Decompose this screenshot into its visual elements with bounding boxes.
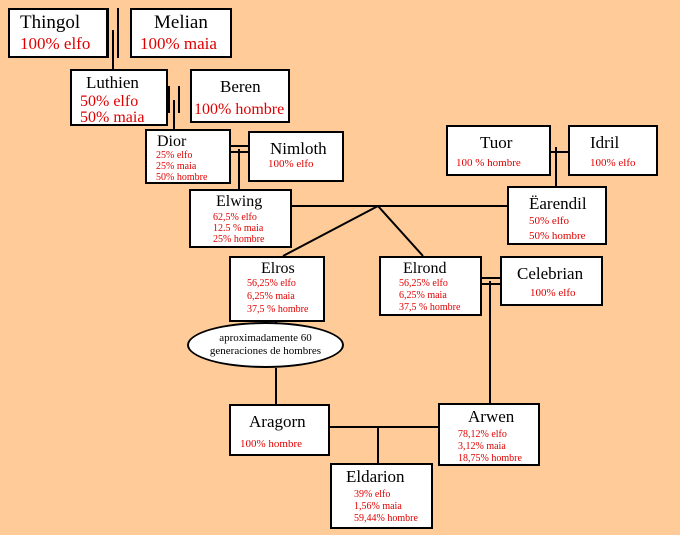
node-beren[interactable]: Beren 100% hombre [190, 69, 290, 123]
node-line: 25% elfo [156, 150, 193, 161]
node-line: 56,25% elfo [247, 278, 296, 289]
node-name: Elrond [403, 260, 447, 277]
node-name: Thingol [20, 12, 81, 33]
node-name: Elros [261, 260, 295, 277]
node-earendil[interactable]: Ëarendil 50% elfo 50% hombre [507, 186, 607, 245]
node-line: 100% elfo [268, 158, 314, 170]
node-celebrian[interactable]: Celebrian 100% elfo [500, 256, 603, 306]
node-tuor[interactable]: Tuor 100 % hombre [446, 125, 551, 176]
node-line: 6,25% maia [399, 290, 447, 301]
node-line: 50% maia [80, 109, 145, 126]
node-name: Celebrian [517, 264, 584, 283]
node-line: 100% elfo [20, 34, 91, 53]
node-elrond[interactable]: Elrond 56,25% elfo 6,25% maia 37,5 % hom… [379, 256, 482, 316]
node-nimloth[interactable]: Nimloth 100% elfo [248, 131, 344, 182]
node-line: 62,5% elfo [213, 212, 257, 223]
node-name: Nimloth [270, 139, 327, 158]
node-name: Idril [590, 133, 620, 152]
node-luthien[interactable]: Luthien 50% elfo 50% maia [70, 69, 168, 126]
node-eldarion[interactable]: Eldarion 39% elfo 1,56% maia 59,44% homb… [330, 463, 433, 529]
node-name: Melian [154, 12, 208, 33]
node-line: 1,56% maia [354, 501, 402, 512]
node-line: 50% hombre [529, 230, 586, 242]
generations-oval: aproximadamente 60 generaciones de hombr… [187, 322, 344, 368]
node-line: 25% maia [156, 161, 197, 172]
node-line: 100% elfo [590, 157, 636, 169]
generations-line2: generaciones de hombres [209, 345, 322, 357]
node-name: Beren [220, 77, 261, 96]
node-line: 59,44% hombre [354, 513, 418, 524]
node-idril[interactable]: Idril 100% elfo [568, 125, 658, 176]
node-line: 39% elfo [354, 489, 391, 500]
node-elros[interactable]: Elros 56,25% elfo 6,25% maia 37,5 % homb… [229, 256, 325, 322]
node-name: Elwing [216, 193, 263, 210]
node-thingol[interactable]: Thingol 100% elfo [8, 8, 108, 58]
node-line: 50% hombre [156, 172, 208, 183]
node-name: Eldarion [346, 467, 405, 486]
node-line: 100% hombre [240, 438, 303, 450]
node-melian[interactable]: Melian 100% maia [130, 8, 232, 58]
node-line: 50% elfo [529, 215, 570, 227]
node-line: 37,5 % hombre [247, 304, 309, 315]
node-line: 56,25% elfo [399, 278, 448, 289]
node-name: Ëarendil [529, 194, 587, 213]
node-aragorn[interactable]: Aragorn 100% hombre [229, 404, 330, 456]
node-name: Dior [157, 133, 187, 150]
node-line: 25% hombre [213, 234, 265, 245]
node-line: 78,12% elfo [458, 429, 507, 440]
node-name: Tuor [480, 133, 513, 152]
node-line: 12.5 % maia [213, 223, 264, 234]
node-name: Aragorn [249, 412, 306, 431]
node-line: 3,12% maia [458, 441, 506, 452]
node-line: 100% maia [140, 34, 217, 53]
node-name: Arwen [468, 407, 515, 426]
node-line: 6,25% maia [247, 291, 295, 302]
node-elwing[interactable]: Elwing 62,5% elfo 12.5 % maia 25% hombre [189, 189, 292, 248]
node-line: 50% elfo [80, 93, 139, 110]
node-line: 18,75% hombre [458, 453, 522, 464]
node-line: 37,5 % hombre [399, 302, 461, 313]
node-line: 100 % hombre [456, 157, 521, 169]
node-name: Luthien [86, 73, 139, 92]
node-line: 100% elfo [530, 287, 576, 299]
node-arwen[interactable]: Arwen 78,12% elfo 3,12% maia 18,75% homb… [438, 403, 540, 466]
generations-line1: aproximadamente 60 [219, 332, 312, 344]
node-dior[interactable]: Dior 25% elfo 25% maia 50% hombre [145, 129, 231, 184]
node-line: 100% hombre [194, 101, 285, 118]
